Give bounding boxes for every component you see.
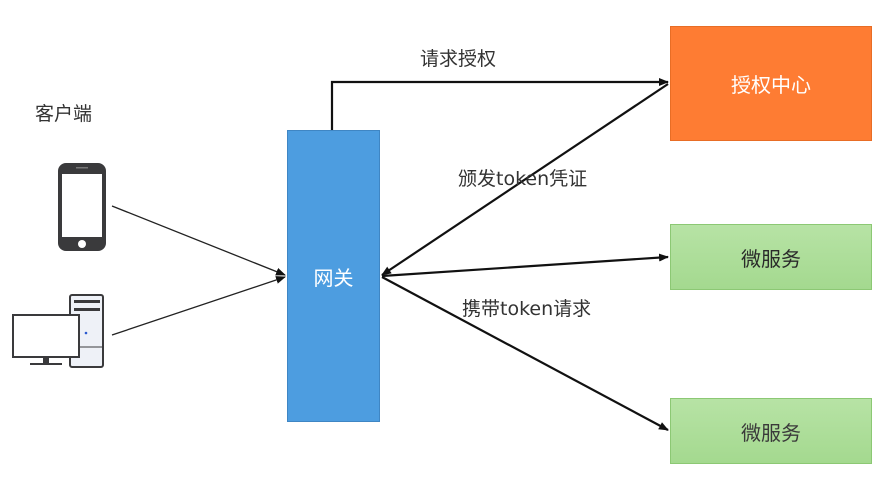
edge-gateway-to-service-1: [381, 253, 669, 278]
edge-request-auth: [330, 78, 669, 130]
edge-phone-to-gateway: [111, 205, 286, 276]
auth-center-label: 授权中心: [731, 73, 811, 97]
microservice-label: 微服务: [741, 246, 801, 271]
edge-issue-token: [381, 83, 669, 276]
desktop-computer-icon: [12, 294, 104, 368]
edge-label-request-auth: 请求授权: [420, 48, 497, 70]
edge-label-carry-token: 携带token请求: [462, 298, 592, 320]
edge-label-issue-token: 颁发token凭证: [458, 168, 588, 190]
gateway-label: 网关: [313, 265, 354, 290]
edge-gateway-to-service-2: [381, 276, 669, 431]
microservice-node[interactable]: 微服务: [670, 224, 872, 290]
client-label: 客户端: [35, 103, 93, 125]
auth-center-node[interactable]: 授权中心: [670, 26, 872, 141]
mobile-phone-icon: [58, 163, 106, 251]
microservice-node[interactable]: 微服务: [670, 398, 872, 464]
edge-desktop-to-gateway: [111, 276, 286, 336]
gateway-node[interactable]: 网关: [287, 130, 380, 422]
microservice-label: 微服务: [741, 420, 801, 445]
